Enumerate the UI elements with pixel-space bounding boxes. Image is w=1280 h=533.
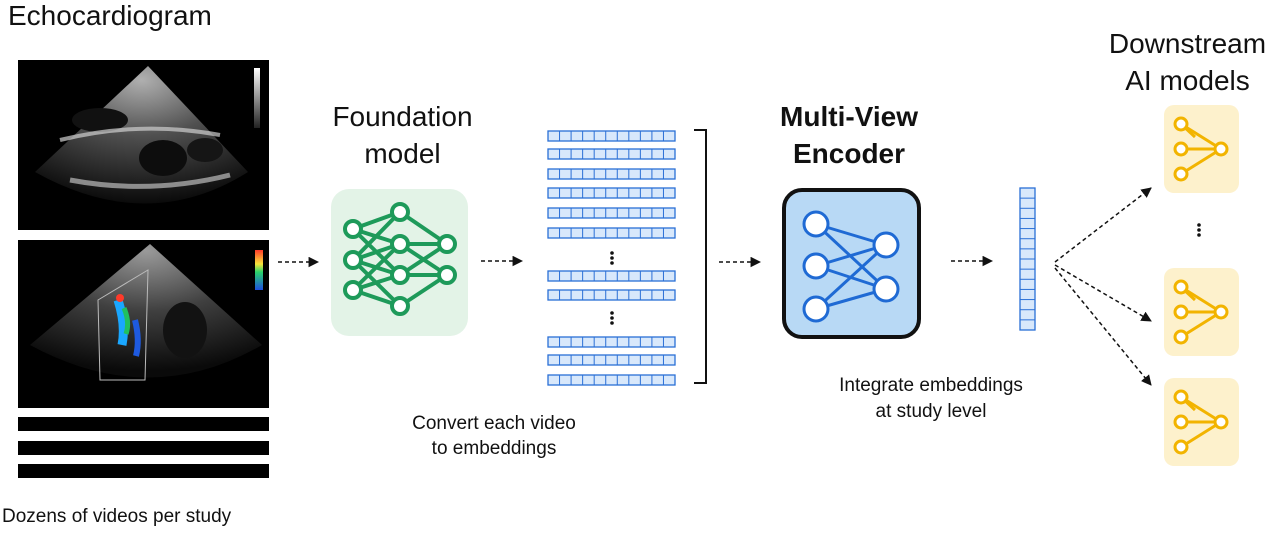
encoder-title-line1: Multi-View <box>780 101 918 132</box>
embedding-row <box>547 187 676 199</box>
embedding-row <box>547 354 676 366</box>
tree-network-icon <box>1173 116 1229 182</box>
vertical-ellipsis-icon <box>1197 223 1201 237</box>
foundation-title-line2: model <box>364 138 441 169</box>
embedding-row <box>547 336 676 348</box>
vertical-ellipsis-icon <box>610 311 614 325</box>
downstream-model <box>1164 105 1239 193</box>
tree-network-icon <box>1173 389 1229 455</box>
video-stack-bar <box>18 464 269 478</box>
downstream-title-line1: Downstream <box>1108 28 1267 59</box>
video-embeddings <box>547 130 676 386</box>
echo-image-icon <box>18 240 269 408</box>
embedding-row <box>547 374 676 386</box>
neural-network-icon <box>343 202 457 316</box>
embedding-row <box>547 207 676 219</box>
foundation-model-title: Foundation model <box>300 98 505 172</box>
downstream-title-line2: AI models <box>1125 65 1250 96</box>
embedding-row <box>547 270 676 282</box>
encoder-title-line2: Encoder <box>792 138 906 169</box>
embedding-row <box>547 130 676 142</box>
embeddings-bracket <box>694 129 707 384</box>
convert-caption-line2: to embeddings <box>431 438 557 459</box>
tree-network-icon <box>1173 279 1229 345</box>
arrow-icon <box>1054 187 1152 263</box>
arrow-icon <box>1054 267 1152 386</box>
study-embedding <box>1019 187 1036 331</box>
convert-caption-line1: Convert each video <box>412 413 576 434</box>
downstream-title: Downstream AI models <box>1090 25 1280 99</box>
video-stack-bar <box>18 417 269 431</box>
embedding-row <box>547 289 676 301</box>
embedding-row <box>547 227 676 239</box>
downstream-model <box>1164 268 1239 356</box>
echo-image-icon <box>18 60 269 230</box>
arrow-icon <box>1054 264 1152 322</box>
video-stack-bar <box>18 441 269 455</box>
integrate-caption-line1: Integrate embeddings <box>839 375 1023 396</box>
neural-network-icon <box>802 210 900 323</box>
multi-view-encoder-title: Multi-View Encoder <box>745 98 953 172</box>
embedding-row <box>547 168 676 180</box>
integrate-caption: Integrate embeddings at study level <box>812 373 1050 425</box>
echocardiogram-title: Echocardiogram <box>8 0 212 31</box>
embedding-row <box>547 148 676 160</box>
convert-caption: Convert each video to embeddings <box>372 411 616 461</box>
vertical-ellipsis-icon <box>610 251 614 265</box>
foundation-title-line1: Foundation <box>332 101 473 132</box>
integrate-caption-line2: at study level <box>875 401 987 422</box>
videos-caption: Dozens of videos per study <box>2 506 232 527</box>
downstream-model <box>1164 378 1239 466</box>
